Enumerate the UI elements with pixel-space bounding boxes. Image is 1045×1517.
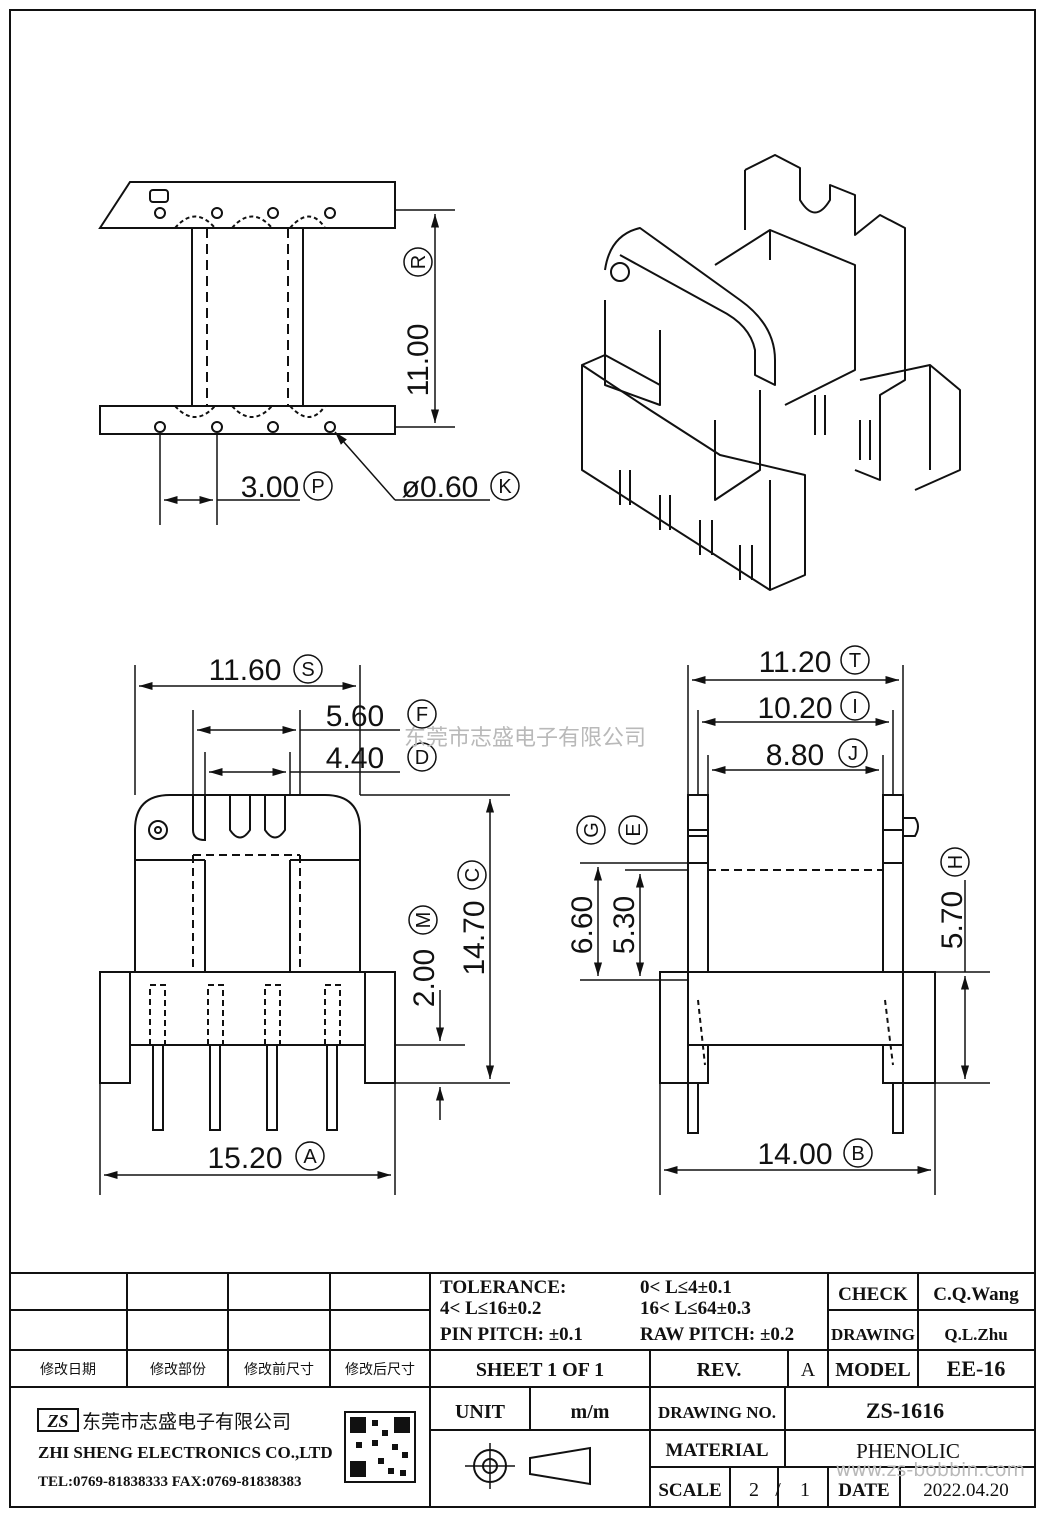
watermark-company: 东莞市志盛电子有限公司 — [404, 726, 646, 751]
dim-K-ref: K — [498, 476, 512, 498]
dim-R: 11.00 R — [402, 247, 435, 397]
watermark-url: www.zs-bobbin.com — [836, 1459, 1025, 1481]
date-value: 2022.04.20 — [923, 1480, 1009, 1501]
dim-I-value: 10.20 — [757, 692, 832, 725]
dim-A-value: 15.20 — [207, 1142, 282, 1175]
drawing-no-value: ZS-1616 — [866, 1398, 944, 1423]
dim-P: 3.00 P — [241, 471, 333, 504]
tolerance-range-2: 4< L≤16±0.2 — [440, 1298, 541, 1319]
dim-M: 2.00 M — [408, 905, 441, 1007]
company-tel: TEL:0769-81838333 FAX:0769-81838383 — [38, 1474, 301, 1490]
dim-R-value: 11.00 — [402, 324, 435, 397]
dim-J-ref: J — [848, 743, 858, 765]
dim-B: 14.00 B — [757, 1138, 873, 1171]
dim-S: 11.60 S — [209, 654, 323, 687]
company-logo: ZS — [37, 1408, 79, 1432]
dim-G-value: 6.60 — [566, 896, 599, 954]
projection-symbol-icon — [465, 1443, 591, 1489]
dim-C-value: 14.70 — [458, 900, 491, 975]
rev-value: A — [801, 1359, 816, 1381]
dim-I-ref: I — [852, 696, 858, 718]
dim-B-ref: B — [851, 1143, 864, 1165]
check-value: C.Q.Wang — [933, 1284, 1019, 1305]
tolerance-range-3: 16< L≤64±0.3 — [640, 1298, 751, 1319]
dim-P-ref: P — [311, 476, 324, 498]
dim-M-value: 2.00 — [408, 949, 441, 1007]
dim-J: 8.80 J — [766, 738, 868, 772]
sheet-info: SHEET 1 OF 1 — [476, 1359, 604, 1381]
dim-C-ref: C — [462, 868, 484, 882]
svg-text:ZS: ZS — [46, 1411, 68, 1431]
rev-col-before: 修改前尺寸 — [244, 1361, 314, 1378]
scale-den: 1 — [800, 1479, 810, 1501]
dim-A-ref: A — [303, 1146, 317, 1168]
tolerance-range-1: 0< L≤4±0.1 — [640, 1277, 732, 1298]
dim-T: 11.20 T — [759, 645, 870, 679]
dim-S-value: 11.60 — [209, 654, 282, 687]
dim-B-value: 14.00 — [757, 1138, 832, 1171]
dim-R-ref: R — [408, 255, 430, 269]
tolerance-label: TOLERANCE: — [440, 1277, 566, 1298]
dim-K-value: ø0.60 — [402, 471, 479, 504]
material-value: PHENOLIC — [856, 1439, 960, 1463]
dim-D-value: 4.40 — [326, 742, 384, 775]
side-view — [580, 665, 990, 1195]
dim-G-ref: G — [581, 822, 603, 838]
dim-A: 15.20 A — [207, 1141, 325, 1175]
drawing-no-label: DRAWING NO. — [658, 1403, 776, 1422]
dim-F-ref: F — [416, 704, 428, 726]
dim-J-value: 8.80 — [766, 739, 824, 772]
title-block-grid — [9, 1272, 1036, 1508]
unit-label: UNIT — [455, 1401, 506, 1423]
rev-col-date: 修改日期 — [40, 1362, 96, 1378]
dim-H-ref: H — [945, 855, 967, 869]
scale-label: SCALE — [658, 1480, 721, 1501]
top-view — [98, 181, 490, 525]
dim-P-value: 3.00 — [241, 471, 299, 504]
scale-num: 2 — [749, 1479, 759, 1501]
dim-F: 5.60 F — [326, 699, 437, 733]
dim-G: 6.60 G — [566, 815, 606, 954]
dim-C: 14.70 C — [457, 860, 491, 976]
pin-pitch: PIN PITCH: ±0.1 — [440, 1324, 583, 1345]
dim-T-value: 11.20 — [759, 646, 832, 679]
company-name-cn: 东莞市志盛电子有限公司 — [82, 1411, 291, 1433]
dim-D-ref: D — [415, 747, 429, 769]
drawing-value: Q.L.Zhu — [944, 1325, 1007, 1344]
raw-pitch: RAW PITCH: ±0.2 — [640, 1324, 794, 1345]
front-view — [99, 665, 510, 1195]
dim-F-value: 5.60 — [326, 700, 384, 733]
dim-I: 10.20 I — [757, 691, 870, 725]
rev-label: REV. — [697, 1359, 742, 1381]
dim-M-ref: M — [413, 912, 435, 929]
company-name-en: ZHI SHENG ELECTRONICS CO.,LTD — [38, 1443, 333, 1462]
dim-E: 5.30 E — [608, 815, 648, 954]
rev-col-after: 修改后尺寸 — [345, 1362, 415, 1378]
dim-K: ø0.60 K — [402, 471, 520, 504]
model-value: EE-16 — [947, 1356, 1006, 1381]
drawing-label: DRAWING — [831, 1325, 915, 1344]
scale-sep: / — [775, 1479, 781, 1501]
dim-E-ref: E — [623, 823, 645, 836]
unit-value: m/m — [571, 1401, 610, 1423]
dim-S-ref: S — [301, 659, 314, 681]
dim-H: 5.70 H — [936, 847, 970, 949]
qr-code — [344, 1411, 416, 1483]
rev-col-part: 修改部份 — [150, 1362, 206, 1378]
dim-D: 4.40 D — [326, 742, 437, 775]
date-label: DATE — [838, 1480, 889, 1501]
isometric-view — [581, 154, 961, 591]
dim-H-value: 5.70 — [936, 891, 969, 949]
check-label: CHECK — [838, 1284, 908, 1305]
dim-E-value: 5.30 — [608, 896, 641, 954]
dim-T-ref: T — [849, 650, 861, 672]
model-label: MODEL — [835, 1359, 911, 1381]
material-label: MATERIAL — [665, 1440, 768, 1461]
